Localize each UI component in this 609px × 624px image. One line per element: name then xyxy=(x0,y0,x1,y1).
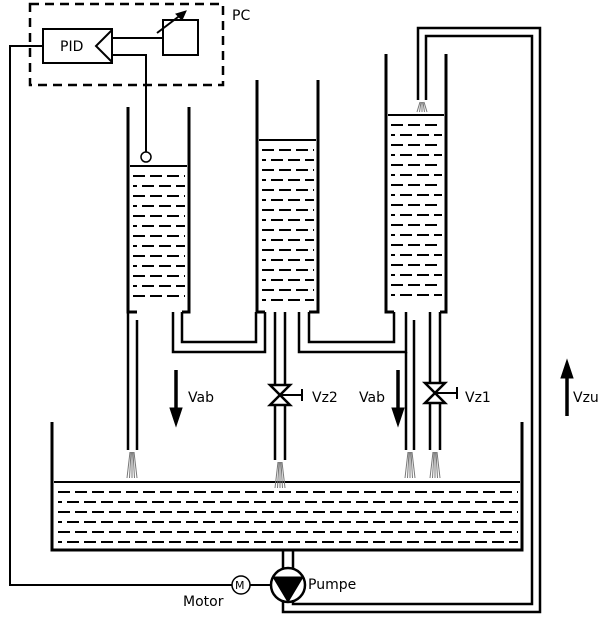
vab-label-left: Vab xyxy=(188,390,214,406)
water-spray xyxy=(422,101,425,113)
water-spray xyxy=(436,451,441,479)
tank-3-drain-pipe xyxy=(404,320,416,450)
tank-3-valve-pipe xyxy=(428,312,442,450)
tank-2 xyxy=(255,80,320,314)
motor-label: Motor xyxy=(183,594,224,610)
return-pipe xyxy=(281,26,542,614)
basin xyxy=(50,422,524,552)
level-sensor-line xyxy=(112,54,147,152)
water-spray xyxy=(281,461,286,489)
pump-suction-pipe xyxy=(281,550,295,568)
vab-arrow-right-head xyxy=(391,407,405,428)
vz1-label: Vz1 xyxy=(465,390,491,406)
water-spray xyxy=(129,451,132,479)
valve-vz1[interactable] xyxy=(421,381,458,405)
pipe-tank2-tank3 xyxy=(297,312,408,354)
water-spray xyxy=(407,451,410,479)
vzu-arrow-head xyxy=(560,358,574,379)
vzu-label: Vzu xyxy=(573,390,599,406)
level-sensor xyxy=(140,151,152,163)
motor-symbol: M xyxy=(235,579,245,592)
water-spray xyxy=(432,451,435,479)
tank-3 xyxy=(384,54,448,314)
tank-1 xyxy=(126,107,191,314)
water-spray xyxy=(429,451,434,479)
water-spray xyxy=(132,451,135,479)
control-signal-line xyxy=(9,45,232,586)
water-spray xyxy=(280,461,283,489)
tank-2-drain-pipe xyxy=(273,312,287,460)
vab-arrow-left-head xyxy=(169,407,183,428)
tank-1-drain-pipe xyxy=(126,312,139,450)
water-spray xyxy=(410,451,413,479)
water-spray xyxy=(419,101,422,113)
pid-input-notch xyxy=(94,29,113,63)
motor xyxy=(231,575,251,595)
pc-label: PC xyxy=(232,8,250,24)
setpoint-arrow-head xyxy=(175,10,187,21)
pump-label: Pumpe xyxy=(308,577,356,593)
water-spray xyxy=(423,101,428,113)
water-spray xyxy=(416,101,421,113)
pipe-tank1-tank2 xyxy=(171,312,267,354)
valve-vz2[interactable] xyxy=(266,383,303,407)
setpoint-adjust-arrow xyxy=(156,13,183,34)
vab-label-right: Vab xyxy=(359,390,385,406)
water-spray xyxy=(404,451,409,479)
water-spray xyxy=(277,461,280,489)
pc-boundary xyxy=(28,2,225,87)
pid-label: PID xyxy=(60,39,83,55)
water-spray xyxy=(411,451,416,479)
water-spray xyxy=(435,451,438,479)
pump-triangle xyxy=(272,576,304,603)
water-spray xyxy=(126,451,131,479)
water-spray xyxy=(133,451,138,479)
water-spray xyxy=(274,461,279,489)
vz2-label: Vz2 xyxy=(312,390,338,406)
